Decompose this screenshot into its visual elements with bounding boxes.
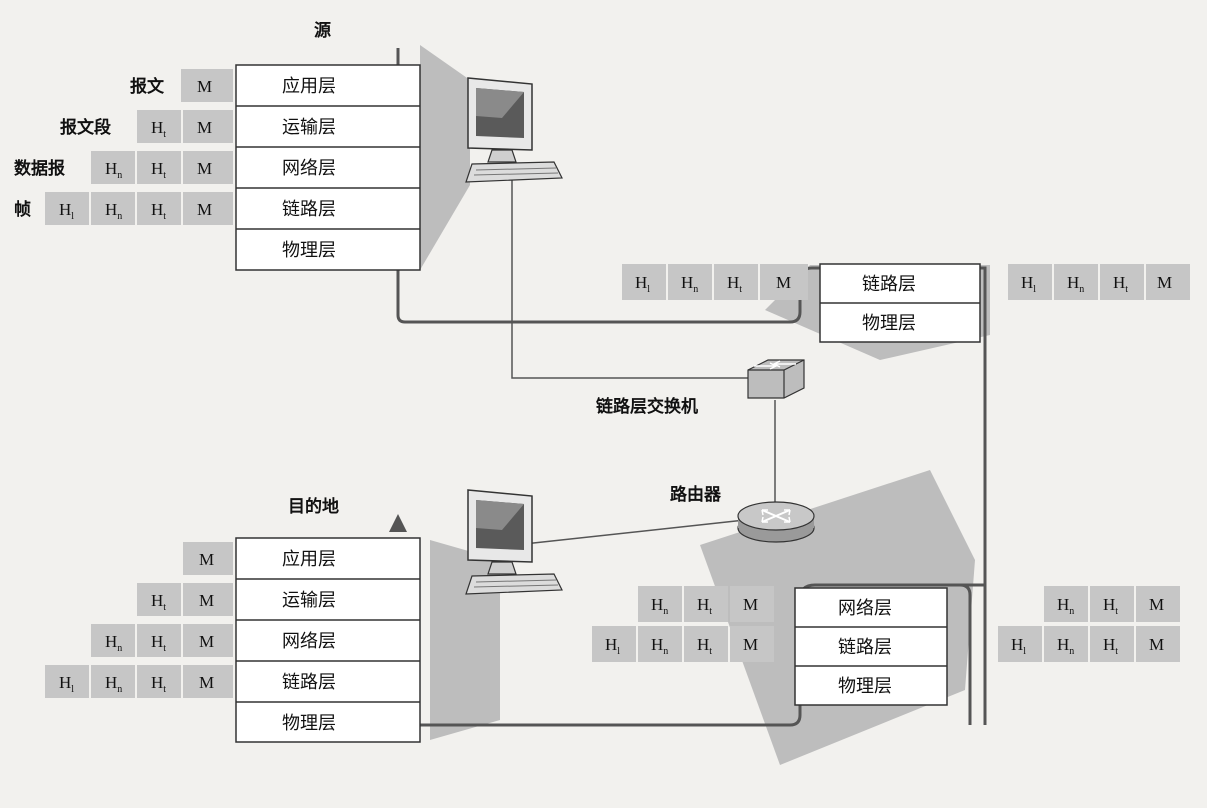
dest-layer-transport: 运输层 [282, 590, 336, 611]
source-host-to-switch [511, 180, 755, 379]
router-layer-network: 网络层 [838, 598, 892, 619]
dest-host-to-router [514, 519, 746, 546]
dest-layer-physical: 物理层 [282, 713, 336, 734]
hdr-transport: Ht [1103, 635, 1118, 657]
dest-header-text: M Ht M Hn Ht M Hl Hn Ht M [59, 550, 214, 695]
dest-headers [45, 542, 233, 698]
hdr-message: M [199, 632, 214, 651]
hdr-transport: Ht [697, 635, 712, 657]
hdr-message: M [199, 550, 214, 569]
hdr-transport: Ht [151, 200, 166, 222]
hdr-transport: Ht [1103, 595, 1118, 617]
hdr-message: M [197, 159, 212, 178]
packet-name-frame: 帧 [14, 199, 31, 220]
source-headers [45, 69, 233, 225]
hdr-message: M [197, 77, 212, 96]
source-protocol-stack: 应用层 运输层 网络层 链路层 物理层 [235, 64, 421, 271]
source-layer-link: 链路层 [282, 199, 336, 220]
hdr-message: M [197, 118, 212, 137]
hdr-link: Hl [1011, 635, 1026, 657]
router-in-headers [592, 586, 774, 662]
computer-icon [465, 489, 563, 595]
dest-protocol-stack: 应用层 运输层 网络层 链路层 物理层 [235, 537, 421, 743]
hdr-link: Hl [605, 635, 620, 657]
hdr-link: Hl [1021, 273, 1036, 295]
dest-arrow-icon [389, 514, 407, 532]
source-layer-physical: 物理层 [282, 240, 336, 261]
source-layer-application: 应用层 [282, 76, 336, 97]
dest-layer-link: 链路层 [282, 672, 336, 693]
hdr-message: M [776, 273, 791, 292]
hdr-message: M [743, 635, 758, 654]
hdr-transport: Ht [697, 595, 712, 617]
thin-connections [511, 180, 776, 546]
switch-in-header-text: Hl Hn Ht M [635, 273, 791, 295]
hdr-transport: Ht [151, 591, 166, 613]
link-switch-label: 链路层交换机 [596, 396, 698, 417]
hdr-transport: Ht [1113, 273, 1128, 295]
hdr-transport: Ht [151, 118, 166, 140]
hdr-transport: Ht [727, 273, 742, 295]
hdr-link: Hl [59, 200, 74, 222]
source-shadow [420, 45, 470, 270]
router-layer-link: 链路层 [838, 637, 892, 658]
packet-name-datagram: 数据报 [14, 158, 65, 179]
router-icon [737, 501, 815, 543]
dest-layer-application: 应用层 [282, 549, 336, 570]
hdr-message: M [199, 673, 214, 692]
destination-label: 目的地 [288, 496, 339, 517]
switch-out-headers [1008, 264, 1190, 300]
hdr-transport: Ht [151, 673, 166, 695]
source-layer-network: 网络层 [282, 158, 336, 179]
packet-name-message: 报文 [130, 76, 165, 97]
hdr-message: M [1149, 595, 1164, 614]
hdr-link: Hl [59, 673, 74, 695]
hdr-message: M [743, 595, 758, 614]
switch-protocol-stack: 链路层 物理层 [819, 263, 981, 343]
switch-layer-link: 链路层 [862, 274, 916, 295]
router-label: 路由器 [670, 484, 722, 505]
router-out-headers [998, 586, 1180, 662]
switch-layer-physical: 物理层 [862, 313, 916, 334]
switch-out-header-text: Hl Hn Ht M [1021, 273, 1172, 295]
packet-name-segment: 报文段 [60, 117, 111, 138]
source-layer-transport: 运输层 [282, 117, 336, 138]
hdr-message: M [197, 200, 212, 219]
hdr-message: M [1149, 635, 1164, 654]
hdr-message: M [1157, 273, 1172, 292]
hdr-transport: Ht [151, 159, 166, 181]
source-label: 源 [314, 20, 331, 41]
router-protocol-stack: 网络层 链路层 物理层 [794, 587, 948, 706]
hdr-message: M [199, 591, 214, 610]
switch-icon [747, 359, 805, 399]
router-in-header-text: Hn Ht M Hl Hn Ht M [605, 595, 758, 657]
dest-layer-network: 网络层 [282, 631, 336, 652]
computer-icon [465, 77, 563, 183]
switch-in-headers [622, 264, 808, 300]
router-layer-physical: 物理层 [838, 676, 892, 697]
hdr-transport: Ht [151, 632, 166, 654]
hdr-link: Hl [635, 273, 650, 295]
